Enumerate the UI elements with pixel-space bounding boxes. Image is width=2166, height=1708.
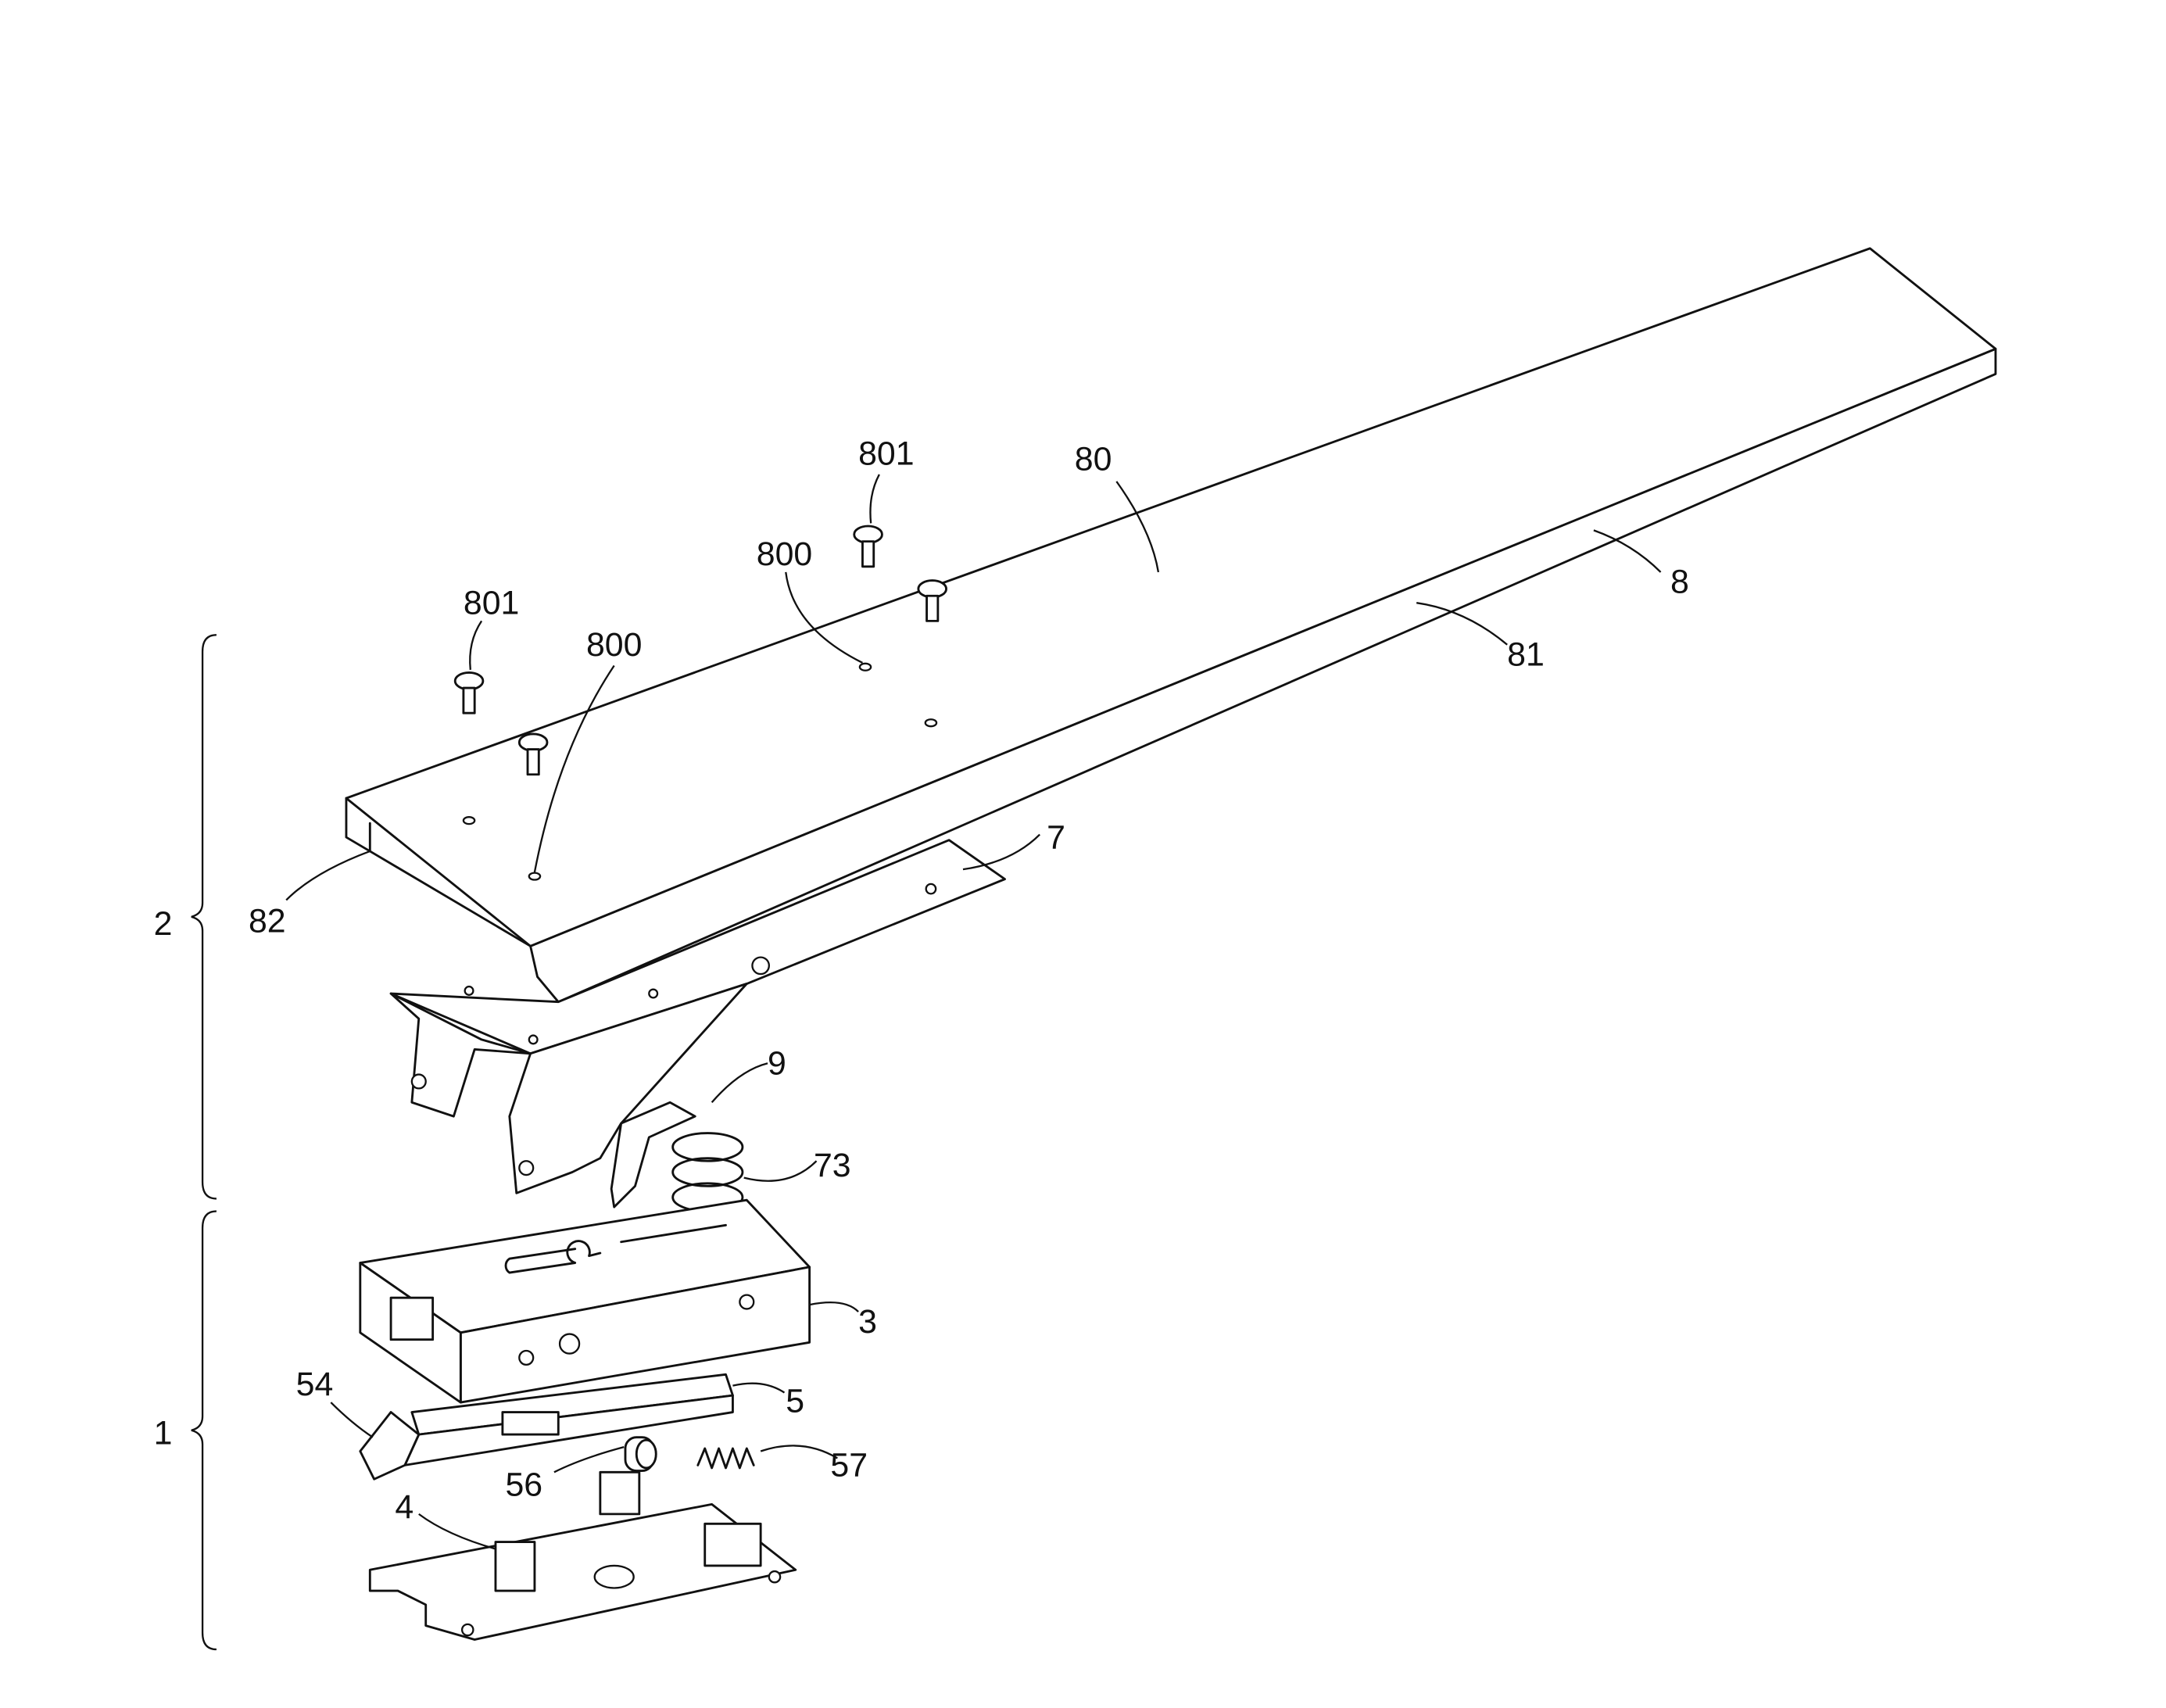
label-56: 56 [505, 1466, 542, 1504]
label-1: 1 [154, 1415, 173, 1452]
reference-labels: 801 801 80 800 800 8 81 82 7 2 9 73 3 54… [154, 435, 1689, 1526]
screw-icons [453, 525, 947, 776]
label-800-a: 800 [757, 535, 812, 573]
brace-1 [191, 1210, 217, 1651]
label-57: 57 [830, 1447, 868, 1484]
label-80: 80 [1075, 441, 1112, 478]
label-8: 8 [1670, 564, 1689, 601]
slider-5 [359, 1373, 734, 1481]
label-4: 4 [395, 1488, 414, 1526]
base-plate-4 [368, 1470, 797, 1641]
brace-2 [191, 634, 217, 1200]
latch-9 [610, 1101, 696, 1208]
label-54: 54 [296, 1366, 334, 1403]
label-73: 73 [814, 1147, 851, 1184]
label-3: 3 [858, 1303, 877, 1341]
roller-56 [624, 1436, 657, 1472]
label-82: 82 [249, 902, 286, 940]
label-801-b: 801 [858, 435, 914, 472]
rail-8 [345, 247, 1997, 1004]
label-9: 9 [768, 1045, 786, 1083]
label-2: 2 [154, 905, 173, 943]
label-800-b: 800 [586, 626, 642, 664]
label-7: 7 [1047, 818, 1065, 856]
bracket-7 [389, 839, 1006, 1194]
spring-57 [696, 1447, 755, 1470]
label-5: 5 [786, 1383, 804, 1420]
top-holes [462, 662, 938, 881]
leader-lines [285, 474, 1662, 1550]
housing-3 [359, 1198, 811, 1404]
label-801-a: 801 [464, 584, 519, 621]
label-81: 81 [1507, 636, 1545, 674]
